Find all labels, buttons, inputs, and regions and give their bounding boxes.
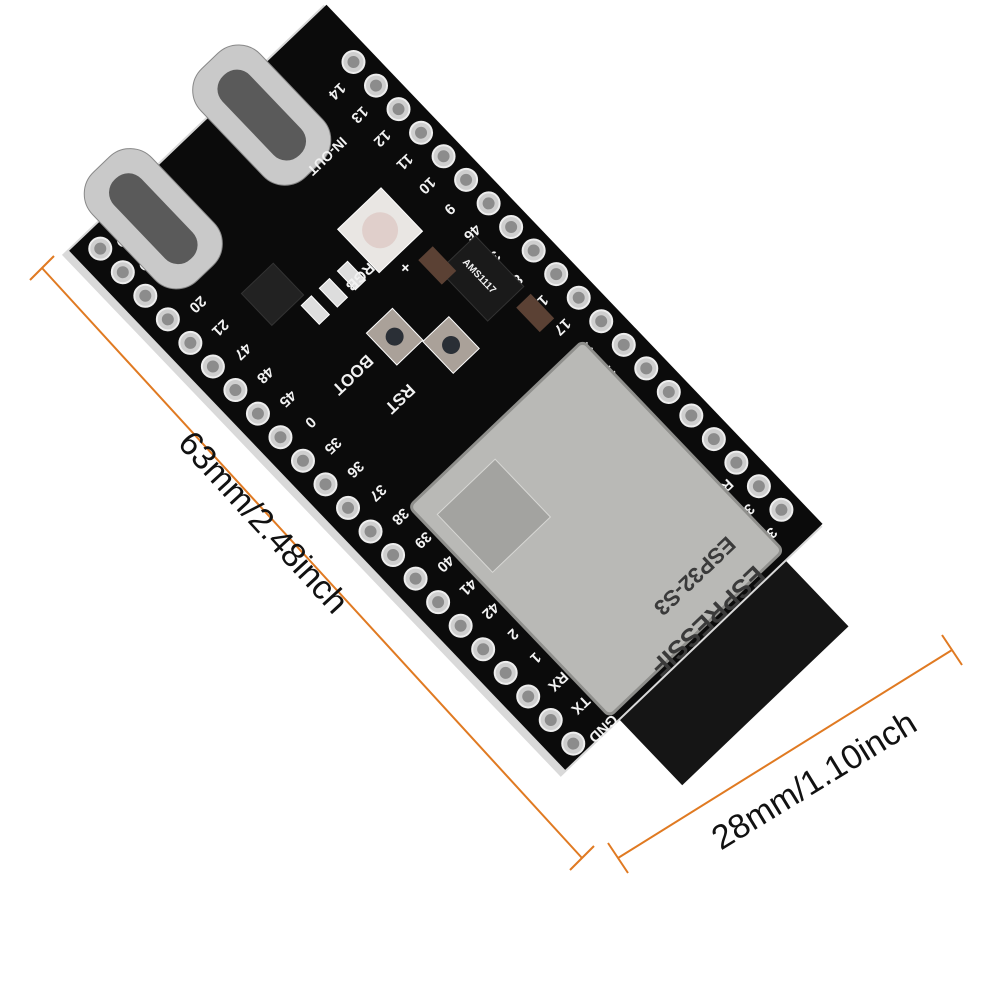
pin-hole [387, 549, 400, 562]
module-shield [410, 341, 783, 716]
pin-hole [437, 150, 450, 163]
pin-hole [409, 572, 422, 585]
pin-hole [392, 103, 405, 116]
pin-hole [206, 360, 219, 373]
pin-hole [617, 338, 630, 351]
status-led [300, 295, 331, 326]
pin-hole [296, 454, 309, 467]
status-led [318, 277, 349, 308]
pin-hole [752, 480, 765, 493]
pin-hole [184, 336, 197, 349]
reset-button[interactable] [422, 315, 480, 375]
pin-hole [499, 666, 512, 679]
status-led [336, 260, 367, 291]
pin-hole [161, 313, 174, 326]
pin-hole [527, 244, 540, 257]
pin-hole [139, 289, 152, 302]
pin-hole [567, 737, 580, 750]
pin-hole [347, 56, 360, 69]
length-tick-bottom [569, 845, 595, 871]
pin-hole [94, 242, 107, 255]
usb-c-opening [109, 173, 198, 265]
pin-hole [640, 362, 653, 375]
pin-hole [364, 525, 377, 538]
pin-hole [775, 503, 788, 516]
pin-hole [550, 268, 563, 281]
module-qr-code [436, 458, 552, 573]
antenna-area [599, 539, 849, 786]
pin-hole [454, 619, 467, 632]
pin-hole [460, 173, 473, 186]
pin-hole [477, 643, 490, 656]
pin-hole [342, 501, 355, 514]
pin-hole [707, 433, 720, 446]
pin-hole [274, 431, 287, 444]
width-dimension-line [617, 649, 953, 859]
pin-hole [251, 407, 264, 420]
rgb-led-lens [362, 212, 399, 249]
boot-button[interactable] [365, 307, 424, 366]
pin-hole [482, 197, 495, 210]
pin-hole [319, 478, 332, 491]
usb-hub-chip [240, 262, 305, 327]
pin-hole [730, 456, 743, 469]
pin-hole [116, 266, 129, 279]
pin-hole [229, 384, 242, 397]
capacitor [516, 293, 555, 333]
pin-hole [662, 385, 675, 398]
usb-c-port-2[interactable] [180, 33, 343, 198]
pin-hole [522, 690, 535, 703]
capacitor [418, 246, 457, 285]
usb-c-port-1[interactable] [72, 136, 235, 301]
pin-hole [505, 220, 518, 233]
width-tick-right [941, 634, 963, 666]
usb-c-opening [217, 69, 307, 161]
voltage-regulator [438, 235, 525, 322]
button-cap [442, 336, 461, 355]
pin-hole [432, 596, 445, 609]
pcb-board: GNDGND520214748450353637383940414221RXTX… [61, 4, 849, 786]
pin-hole [370, 79, 383, 92]
width-tick-left [607, 842, 629, 874]
pin-hole [595, 315, 608, 328]
pin-hole [544, 714, 557, 727]
pin-hole [415, 126, 428, 139]
pin-hole [685, 409, 698, 422]
button-cap [385, 327, 404, 346]
length-tick-top [29, 255, 55, 281]
pin-hole [572, 291, 585, 304]
length-dimension-line [41, 267, 583, 859]
